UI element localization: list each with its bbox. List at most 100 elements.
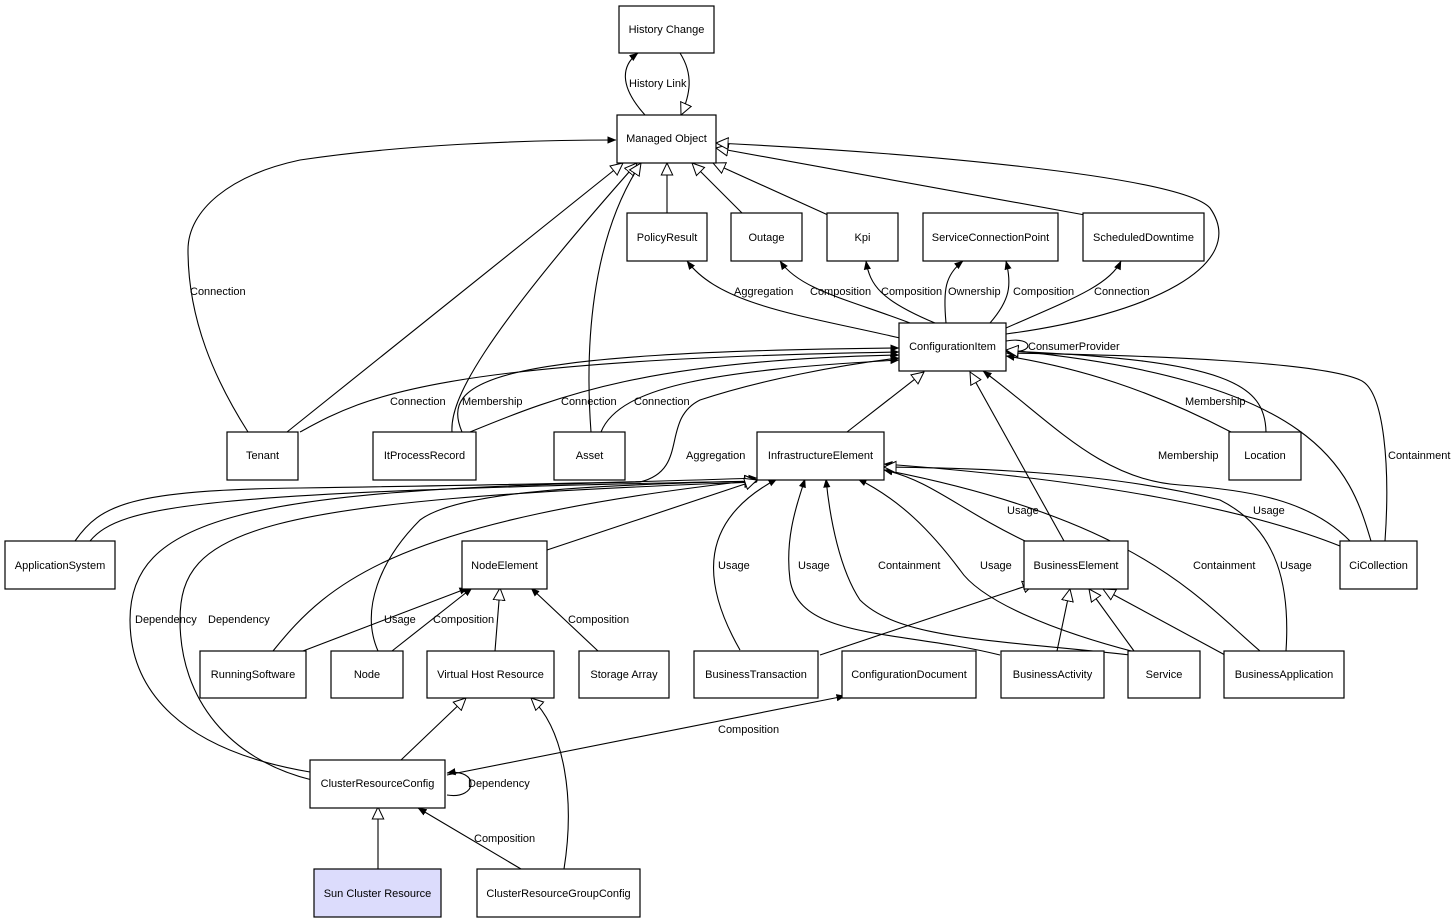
edge-label-cicollection-ci-containment: Containment [1388, 450, 1450, 462]
node-node[interactable]: Node [330, 650, 404, 699]
node-ci-collection[interactable]: CiCollection [1339, 540, 1418, 590]
edge-tenant-managedobject-connection [187, 136, 617, 433]
edge-cluster-ci-aggregation [129, 355, 900, 773]
edge-businesselement-ci [970, 372, 1065, 542]
edge-label-businesselement-infra: Usage [1007, 505, 1039, 517]
edge-businesstransaction-businesselement [819, 583, 1035, 656]
edge-label-tenant-connection: Connection [190, 286, 246, 298]
node-location[interactable]: Location [1228, 431, 1302, 481]
edge-ci-outage [779, 260, 911, 324]
edge-businesstransaction-infra [713, 478, 778, 651]
node-business-element[interactable]: BusinessElement [1023, 540, 1129, 590]
node-business-application[interactable]: BusinessApplication [1223, 650, 1345, 699]
node-application-system[interactable]: ApplicationSystem [4, 540, 116, 590]
edge-label-ci-ownership: Ownership [948, 286, 1001, 298]
edge-asset-ci-connection [600, 356, 900, 433]
node-label: CiCollection [1349, 560, 1408, 572]
edge-node-nodeelement-composition [391, 587, 473, 652]
edge-label-ci-outage: Composition [810, 286, 871, 298]
edge-itprocessrecord-ci-membership [457, 344, 900, 433]
edge-runningsoftware-nodeelement-usage [302, 587, 469, 652]
node-label: RunningSoftware [211, 669, 295, 681]
edge-businessactivity-infra [788, 478, 1001, 656]
edge-label-tenant-ci: Connection [390, 396, 446, 408]
edge-tenant-ci-connection [299, 348, 900, 433]
edge-label-cluster-dependency-b: Dependency [208, 614, 270, 626]
node-storage-array[interactable]: Storage Array [578, 650, 670, 699]
edge-label-businessapplication-usage: Usage [1280, 560, 1312, 572]
edge-tenant-managedobject [286, 163, 623, 433]
edge-location-ci-membership [1005, 353, 1232, 433]
node-virtual-host-resource[interactable]: Virtual Host Resource [426, 650, 555, 699]
node-sun-cluster-resource[interactable]: Sun Cluster Resource [313, 868, 442, 918]
edge-node-infra [370, 481, 757, 652]
edge-label-ci-policyresult: Aggregation [734, 286, 793, 298]
edge-ci-serviceconnectionpoint-composition [989, 260, 1012, 324]
edge-label-cluster-dependency-a: Dependency [135, 614, 197, 626]
node-label: ConfigurationItem [909, 341, 996, 353]
edge-label-cicollection-infra: Usage [1253, 505, 1285, 517]
edge-label-ci-composition: Composition [1013, 286, 1074, 298]
edge-ci-kpi [863, 260, 936, 324]
edge-businessapplication-businesselement [1103, 589, 1226, 656]
node-infrastructure-element[interactable]: InfrastructureElement [756, 431, 885, 481]
node-label: BusinessTransaction [705, 669, 807, 681]
node-business-transaction[interactable]: BusinessTransaction [693, 650, 819, 699]
edge-managedobject-historychange [624, 52, 646, 116]
edge-historychange-managedobject-inherit [679, 52, 689, 115]
node-running-software[interactable]: RunningSoftware [199, 650, 307, 699]
node-label: BusinessElement [1034, 560, 1119, 572]
node-label: Tenant [246, 450, 279, 462]
node-label: BusinessApplication [1235, 669, 1333, 681]
node-scheduled-downtime[interactable]: ScheduledDowntime [1082, 212, 1205, 262]
node-label: BusinessActivity [1013, 669, 1093, 681]
edge-label-location-ci: Membership [1185, 396, 1246, 408]
node-cluster-resource-group-config[interactable]: ClusterResourceGroupConfig [476, 868, 641, 918]
node-label: Virtual Host Resource [437, 669, 544, 681]
edge-ci-serviceconnectionpoint-ownership [944, 260, 964, 324]
edge-virtualhost-nodeelement [495, 588, 500, 652]
node-itprocess-record[interactable]: ItProcessRecord [372, 431, 477, 481]
node-label: ApplicationSystem [15, 560, 106, 572]
node-label: Outage [748, 232, 784, 244]
node-label: ItProcessRecord [384, 450, 465, 462]
node-tenant[interactable]: Tenant [226, 431, 299, 481]
node-configuration-item[interactable]: ConfigurationItem [898, 322, 1007, 372]
edge-label-businessactivity-infra: Usage [798, 560, 830, 572]
node-outage[interactable]: Outage [730, 212, 803, 262]
node-business-activity[interactable]: BusinessActivity [1000, 650, 1105, 699]
edge-outage-managedobject [692, 163, 743, 214]
node-label: ServiceConnectionPoint [932, 232, 1049, 244]
edge-label-history-link: History Link [629, 78, 687, 90]
edge-cluster-virtualhost [400, 698, 466, 761]
edge-label-businesstransaction-infra: Usage [718, 560, 750, 572]
edge-label-aggregation-ci: Aggregation [686, 450, 745, 462]
edge-infrastructureelement-ci [846, 372, 924, 433]
edge-kpi-managedobject [713, 163, 829, 216]
node-kpi[interactable]: Kpi [826, 212, 899, 262]
node-asset[interactable]: Asset [553, 431, 626, 481]
node-node-element[interactable]: NodeElement [461, 540, 548, 590]
node-history-change[interactable]: History Change [618, 5, 715, 54]
node-service[interactable]: Service [1127, 650, 1201, 699]
node-configuration-document[interactable]: ConfigurationDocument [841, 650, 977, 699]
edge-label-service-infra-containment: Containment [878, 560, 940, 572]
edge-cicollection-ci-inherit [1006, 350, 1372, 542]
node-service-connection-point[interactable]: ServiceConnectionPoint [922, 212, 1059, 262]
edge-runningsoftware-infra [272, 480, 757, 652]
node-label: Sun Cluster Resource [324, 888, 432, 900]
edge-ci-policyresult [686, 260, 901, 339]
node-policy-result[interactable]: PolicyResult [626, 212, 708, 262]
node-label: Service [1146, 669, 1183, 681]
node-cluster-resource-config[interactable]: ClusterResourceConfig [309, 759, 446, 809]
node-managed-object[interactable]: Managed Object [616, 114, 717, 164]
edge-configurationitem-managedobject [716, 143, 1220, 335]
edge-cicollection-ci-membership [982, 370, 1351, 542]
node-label: ClusterResourceGroupConfig [486, 888, 630, 900]
edge-label-clustergroup-cluster: Composition [474, 833, 535, 845]
edge-businesselement-infra-usage [883, 468, 1026, 542]
edge-service-infra-usage [857, 478, 1136, 653]
edge-service-businesselement [1089, 589, 1135, 652]
node-label: Kpi [855, 232, 871, 244]
